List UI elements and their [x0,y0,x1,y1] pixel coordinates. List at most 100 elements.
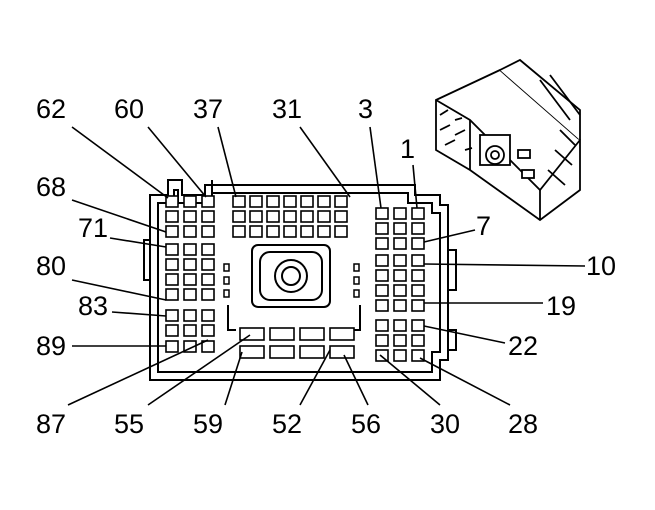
leader-line [412,164,418,209]
terminal-cavity [165,258,179,271]
terminal-cavity [393,319,407,332]
terminal-cavity [266,225,280,238]
terminal-cavity [393,269,407,282]
pin-label-59: 59 [193,409,223,439]
terminal-cavity [334,225,348,238]
terminal-cavity [201,309,215,322]
leader-line [423,229,476,243]
terminal-cavity [201,210,215,223]
leader-line [67,339,209,406]
terminal-cavity [183,340,197,353]
pin-label-52: 52 [272,409,302,439]
terminal-cavity [375,207,389,220]
terminal-cavity [411,349,425,362]
terminal-cavity [329,345,355,359]
leader-line [423,263,586,267]
pin-label-37: 37 [193,94,223,124]
leader-line [369,126,382,209]
terminal-cavity [232,195,246,208]
terminal-cavity [165,340,179,353]
pin-label-71: 71 [78,213,108,243]
terminal-cavity [249,225,263,238]
pin-label-87: 87 [36,409,66,439]
connector-perspective-view [435,58,581,222]
terminal-cavity [183,324,197,337]
pin-label-60: 60 [114,94,144,124]
pin-label-10: 10 [586,251,616,281]
pin-label-30: 30 [430,409,460,439]
terminal-cavity [165,273,179,286]
pin-label-62: 62 [36,94,66,124]
pin-label-22: 22 [508,331,538,361]
terminal-cavity [232,210,246,223]
terminal-cavity [201,273,215,286]
leader-line [299,126,351,198]
leader-line [224,351,243,406]
pin-label-19: 19 [546,291,576,321]
top-labels: 62 60 37 31 3 1 [36,94,415,164]
leader-lines [67,126,586,406]
terminal-cavity [183,210,197,223]
right-labels: 7 10 19 22 [476,211,616,361]
terminal-cavity [375,349,389,362]
terminal-cavity [393,284,407,297]
terminal-cavity [411,319,425,332]
terminal-cavity [165,309,179,322]
terminal-cavities [165,195,425,362]
terminal-cavity [201,225,215,238]
terminal-cavity [334,210,348,223]
terminal-cavity [411,222,425,235]
left-labels: 68 71 80 83 89 [36,172,108,361]
terminal-cavity [165,225,179,238]
pin-label-7: 7 [476,211,491,241]
terminal-cavity [300,195,314,208]
terminal-cavity [165,195,179,208]
terminal-cavity [201,258,215,271]
terminal-cavity [183,309,197,322]
terminal-cavity [165,324,179,337]
pin-label-55: 55 [114,409,144,439]
terminal-cavity [300,225,314,238]
terminal-cavity [375,269,389,282]
terminal-cavity [183,225,197,238]
leader-line [147,126,207,198]
terminal-cavity [393,299,407,312]
terminal-cavity [393,222,407,235]
terminal-cavity [393,207,407,220]
terminal-cavity [411,284,425,297]
terminal-cavity [299,345,325,359]
terminal-cavity [375,254,389,267]
terminal-cavity [249,210,263,223]
terminal-cavity [393,334,407,347]
pin-label-28: 28 [508,409,538,439]
leader-line [423,325,506,344]
terminal-cavity [411,237,425,250]
pin-label-31: 31 [272,94,302,124]
terminal-cavity [317,210,331,223]
terminal-cavity [411,334,425,347]
terminal-cavity [375,299,389,312]
terminal-cavity [266,210,280,223]
terminal-cavity [232,225,246,238]
terminal-cavity [201,195,215,208]
terminal-cavity [183,258,197,271]
pin-label-68: 68 [36,172,66,202]
terminal-cavity [183,195,197,208]
leader-line [147,334,251,406]
terminal-cavity [375,237,389,250]
terminal-cavity [239,345,265,359]
leader-line [217,126,237,198]
terminal-cavity [393,349,407,362]
terminal-cavity [393,254,407,267]
terminal-cavity [329,327,355,341]
terminal-cavity [201,340,215,353]
terminal-cavity [201,288,215,301]
terminal-cavity [269,327,295,341]
terminal-cavity [375,319,389,332]
leader-line [379,354,441,406]
terminal-cavity [165,210,179,223]
leader-line [299,349,331,406]
pin-label-56: 56 [351,409,381,439]
terminal-cavity [201,243,215,256]
